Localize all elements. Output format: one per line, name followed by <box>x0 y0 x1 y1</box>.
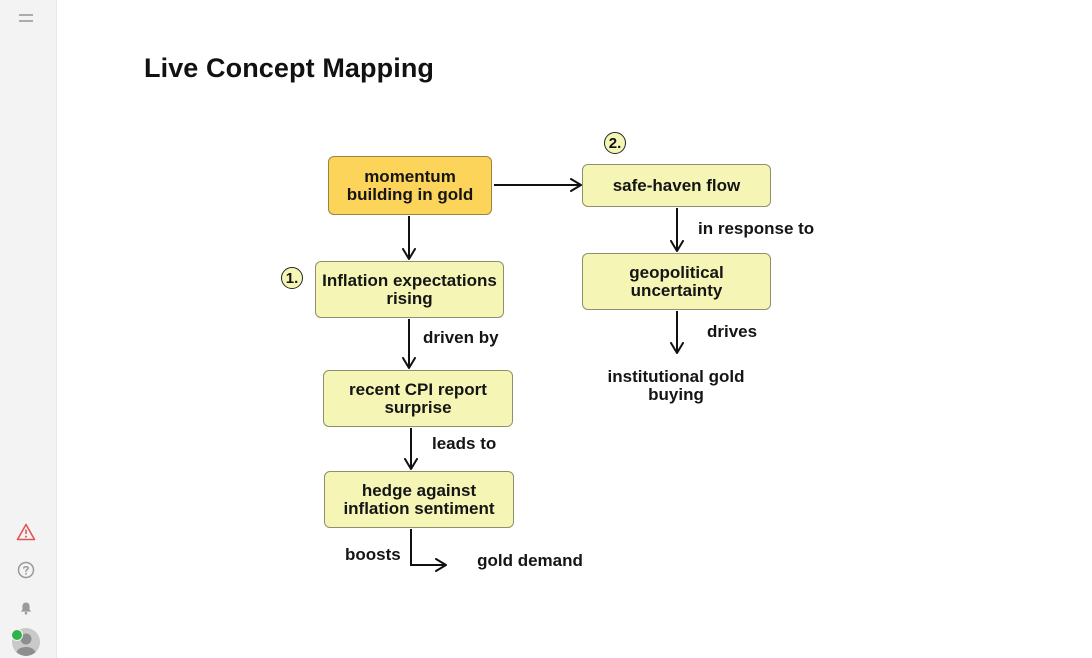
marker-1: 1. <box>281 267 303 289</box>
node-gold-demand[interactable]: gold demand <box>477 551 583 570</box>
node-momentum[interactable]: momentum building in gold <box>328 156 492 215</box>
node-cpi[interactable]: recent CPI report surprise <box>323 370 513 427</box>
edge-label-leads-to: leads to <box>432 434 497 453</box>
node-institutional[interactable]: institutional gold buying <box>607 367 745 404</box>
edge-label-in-response-to: in response to <box>698 219 815 238</box>
menu-icon[interactable] <box>14 7 38 31</box>
alert-icon[interactable] <box>14 520 38 544</box>
marker-2: 2. <box>604 132 626 154</box>
page-title: Live Concept Mapping <box>144 53 435 83</box>
edge-hedge-to-gold-demand <box>410 529 447 572</box>
sidebar <box>0 0 57 658</box>
node-inflation[interactable]: Inflation expectations rising <box>315 261 504 318</box>
help-icon[interactable] <box>14 558 38 582</box>
edge-label-boosts: boosts <box>345 545 401 564</box>
node-safe-haven[interactable]: safe-haven flow <box>582 164 771 207</box>
bell-icon[interactable] <box>14 596 38 620</box>
node-geopolitical[interactable]: geopolitical uncertainty <box>582 253 771 310</box>
edge-label-driven-by: driven by <box>423 328 499 347</box>
edge-label-drives: drives <box>707 322 758 341</box>
online-status-icon <box>11 629 23 641</box>
node-hedge[interactable]: hedge against inflation sentiment <box>324 471 514 528</box>
